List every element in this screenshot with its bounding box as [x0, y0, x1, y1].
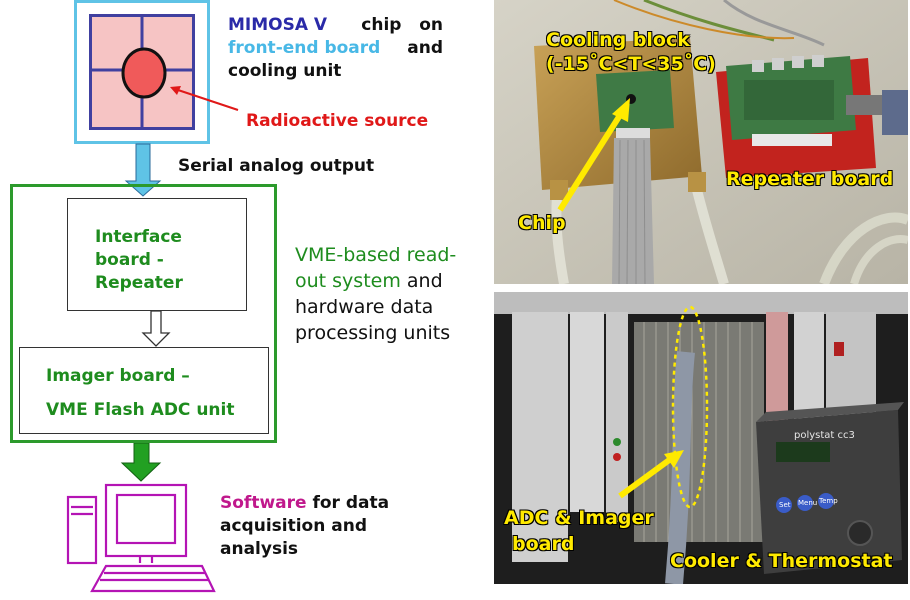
- vme-green-text: VME-based read-out system: [295, 244, 457, 292]
- imager-board-line2: VME Flash ADC unit: [46, 400, 235, 420]
- device-button-temp: Temp: [819, 497, 838, 505]
- photo-vme-crate: polystat cc3 Set Menu Temp ADC & Imager …: [494, 292, 908, 584]
- radioactive-source-ellipse: [121, 47, 167, 99]
- chip-title: MIMOSA V chip on front-end board and coo…: [228, 14, 443, 83]
- computer-screen: [115, 493, 177, 545]
- photo-cooling-block-art: [494, 0, 908, 284]
- adc-imager-label-2: board: [512, 533, 575, 555]
- interface-board-box: [67, 198, 247, 311]
- vme-description: VME-based read-out system and hardware d…: [295, 242, 475, 346]
- serial-output-label: Serial analog output: [178, 156, 375, 176]
- computer-tower: [66, 495, 98, 565]
- interface-board-label: Interface board - Repeater: [95, 227, 183, 293]
- chip-label: Chip: [518, 212, 566, 234]
- cooling-block-label-1: Cooling block: [546, 29, 690, 51]
- cooler-thermostat-label: Cooler & Thermostat: [670, 550, 893, 572]
- mimosa-label: MIMOSA V: [228, 15, 328, 35]
- imager-board-box: [19, 347, 269, 434]
- device-button-menu: Menu: [798, 499, 818, 507]
- serial-output-arrow: [124, 143, 162, 197]
- photo-cooling-block: Cooling block (-15˚C<T<35˚C) Repeater bo…: [494, 0, 908, 284]
- vme-to-computer-arrow: [120, 442, 162, 482]
- device-button-set: Set: [779, 501, 791, 509]
- imager-board-line1: Imager board –: [46, 366, 190, 386]
- software-description: Software for data acquisition and analys…: [220, 492, 410, 561]
- software-word: Software: [220, 493, 307, 513]
- vme-system-frame: [10, 184, 277, 443]
- source-pointer-head: [170, 86, 181, 95]
- frontend-board-label: front-end board: [228, 38, 381, 58]
- source-pointer-line: [177, 89, 239, 111]
- device-brand: polystat cc3: [794, 430, 855, 441]
- chip-on-text: chip on: [361, 15, 443, 35]
- computer-monitor: [104, 483, 188, 558]
- and-text: and: [407, 38, 443, 58]
- software-rest: for data acquisition and analysis: [220, 493, 390, 559]
- cooling-unit-text: cooling unit: [228, 61, 342, 81]
- computer-icon: [66, 483, 216, 593]
- radioactive-source-label: Radioactive source: [246, 111, 429, 131]
- cooling-block-label-2: (-15˚C<T<35˚C): [546, 53, 716, 75]
- repeater-board-label: Repeater board: [726, 168, 894, 190]
- interface-to-imager-arrow: [141, 310, 171, 347]
- photo-vme-crate-art: [494, 292, 908, 584]
- vme-black-text: and hardware data processing units: [295, 270, 451, 344]
- computer-keyboard: [90, 564, 216, 593]
- adc-imager-label-1: ADC & Imager: [504, 507, 654, 529]
